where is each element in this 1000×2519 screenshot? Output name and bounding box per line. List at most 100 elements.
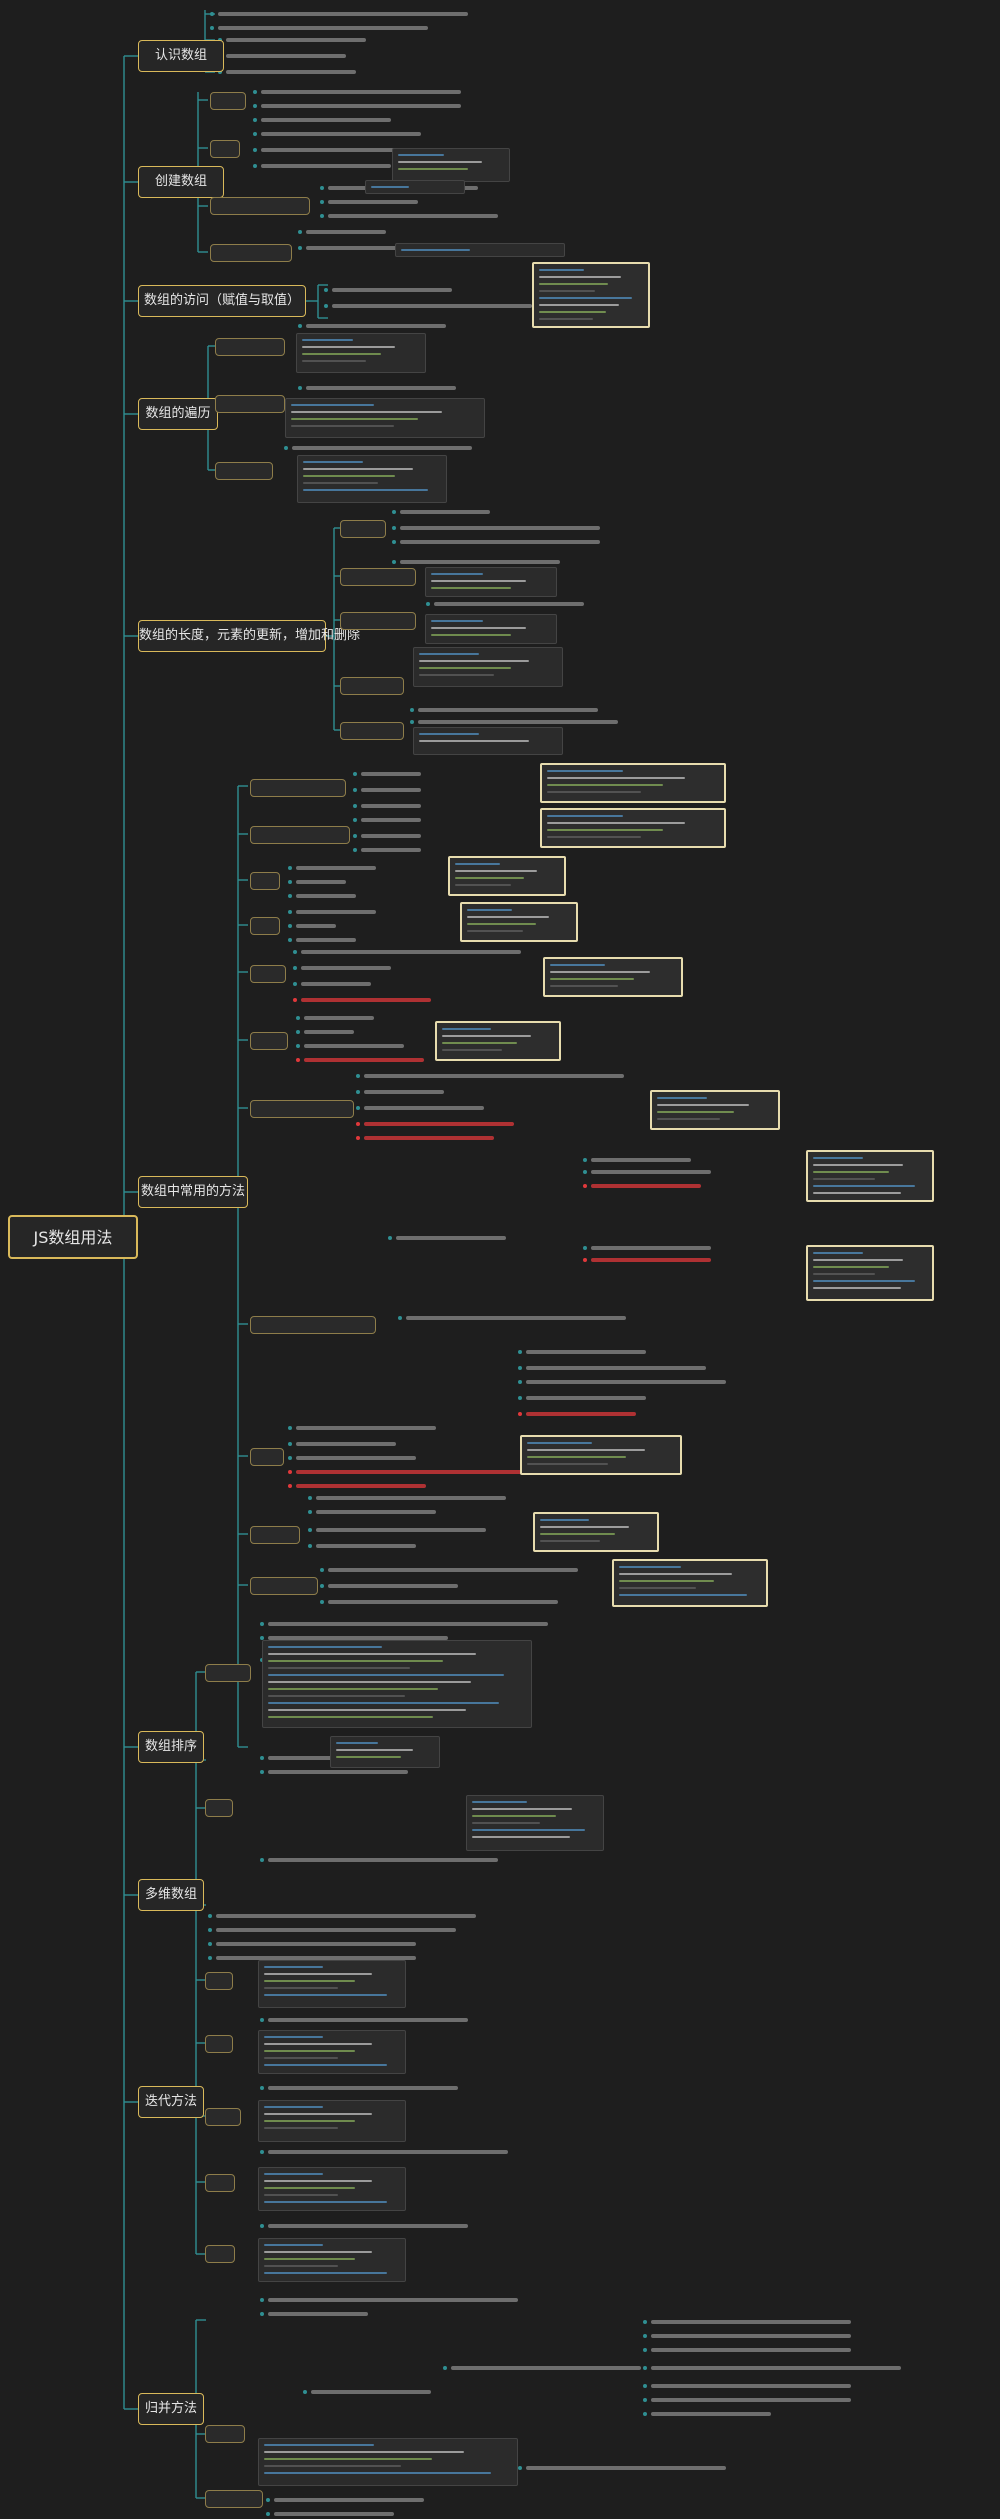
sub-node-delete-element[interactable] [340, 722, 404, 740]
leaf-row-92 [260, 2312, 368, 2316]
branch-reduce-methods[interactable]: 归并方法 [138, 2393, 204, 2425]
code-block-filter [258, 2030, 406, 2074]
method-join[interactable] [250, 965, 286, 983]
method-reverse[interactable] [250, 1032, 288, 1050]
code-line [268, 1716, 434, 1718]
code-line [336, 1742, 379, 1744]
method-splice[interactable] [250, 1316, 376, 1334]
code-line [813, 1273, 875, 1275]
iter-map[interactable] [205, 2174, 235, 2192]
code-line [442, 1035, 531, 1037]
branch-label: 认识数组 [154, 48, 207, 63]
sub-node-create-instance[interactable] [210, 92, 246, 110]
branch-understand-array[interactable]: 认识数组 [138, 40, 224, 72]
sort-method-node[interactable] [205, 1799, 233, 1817]
code-line [467, 916, 549, 918]
iter-every[interactable] [205, 1972, 233, 1990]
sub-node-new[interactable] [210, 140, 240, 158]
branch-length-update-add-delete[interactable]: 数组的长度，元素的更新，增加和删除 [138, 620, 360, 652]
code-block-concat [520, 1435, 682, 1475]
method-pop[interactable] [250, 872, 280, 890]
code-line [264, 2180, 373, 2182]
code-block-add-element [413, 647, 563, 687]
method-shift[interactable] [250, 917, 280, 935]
branch-create-array[interactable]: 创建数组 [138, 166, 224, 198]
leaf-row-57 [583, 1246, 711, 1250]
code-line [472, 1801, 527, 1803]
method-unshift[interactable] [250, 826, 350, 844]
branch-common-methods[interactable]: 数组中常用的方法 [138, 1176, 248, 1208]
leaf-row-78 [260, 1636, 448, 1640]
leaf-row-6 [253, 104, 461, 108]
leaf-row-60 [518, 1350, 646, 1354]
method-push[interactable] [250, 779, 346, 797]
branch-iteration-methods[interactable]: 迭代方法 [138, 2086, 204, 2118]
branch-multidimensional-array[interactable]: 多维数组 [138, 1879, 204, 1911]
code-line [813, 1157, 863, 1159]
code-line [264, 2173, 324, 2175]
code-block-access [532, 262, 650, 328]
code-line [336, 1756, 401, 1758]
leaf-row-55 [583, 1170, 711, 1174]
iter-some[interactable] [205, 2245, 235, 2263]
leaf-row-18 [298, 324, 446, 328]
code-block-bubble-sort [262, 1640, 532, 1728]
leaf-row-27 [410, 720, 618, 724]
branch-label: 数组排序 [144, 1739, 197, 1754]
root-node[interactable]: JS数组用法 [8, 1215, 138, 1259]
leaf-row-35 [288, 880, 346, 884]
leaf-row-95 [643, 2348, 851, 2352]
sort-bubble-node[interactable] [205, 1664, 251, 1682]
sub-node-array-length[interactable] [340, 520, 386, 538]
leaf-row-50 [356, 1106, 484, 1110]
leaf-row-58 [583, 1258, 711, 1262]
code-line [455, 863, 500, 865]
code-line [442, 1028, 491, 1030]
iter-filter[interactable] [205, 2035, 233, 2053]
method-slice[interactable] [250, 1100, 354, 1118]
code-block-splice-delete [806, 1245, 934, 1301]
method-concat[interactable] [250, 1448, 284, 1466]
reduce-node[interactable] [205, 2425, 245, 2443]
code-line [264, 2451, 465, 2453]
code-block-every [258, 1960, 406, 2008]
leaf-row-7 [253, 118, 391, 122]
code-line [813, 1164, 904, 1166]
sub-node-literal[interactable] [210, 244, 292, 262]
leaf-row-53 [388, 1236, 506, 1240]
branch-array-access[interactable]: 数组的访问（赋值与取值） [138, 285, 306, 317]
leaf-row-54 [583, 1158, 691, 1162]
iter-foreach[interactable] [205, 2108, 241, 2126]
code-line [419, 740, 529, 742]
code-block-sort-default [330, 1736, 440, 1768]
sub-node-add-element[interactable] [340, 677, 404, 695]
leaf-row-52 [356, 1136, 494, 1140]
code-line [657, 1097, 708, 1099]
sub-node-length-increase[interactable] [340, 568, 416, 586]
method-lastindexof[interactable] [250, 1577, 318, 1595]
code-line [813, 1171, 889, 1173]
code-line [268, 1674, 505, 1676]
sub-node-for-loop[interactable] [215, 395, 285, 413]
branch-array-sort[interactable]: 数组排序 [138, 1731, 204, 1763]
sub-node-foreach[interactable] [215, 462, 273, 480]
code-block-length-decrease [425, 614, 557, 644]
sub-node-for-in[interactable] [215, 338, 285, 356]
code-line [371, 186, 409, 188]
code-block-push [540, 763, 726, 803]
method-indexof[interactable] [250, 1526, 300, 1544]
sub-node-constructor[interactable] [210, 197, 310, 215]
branch-label: 归并方法 [144, 2401, 197, 2416]
code-line [813, 1287, 901, 1289]
code-line [264, 2201, 387, 2203]
code-line [268, 1646, 383, 1648]
reduce-right-node[interactable] [205, 2490, 263, 2508]
code-line [264, 2244, 324, 2246]
leaf-row-85 [208, 1942, 416, 1946]
sub-node-length-decrease[interactable] [340, 612, 416, 630]
code-block-for-in [296, 333, 426, 373]
code-line [550, 985, 619, 987]
code-line [657, 1104, 749, 1106]
branch-array-traversal[interactable]: 数组的遍历 [138, 398, 218, 430]
leaf-row-40 [293, 950, 521, 954]
